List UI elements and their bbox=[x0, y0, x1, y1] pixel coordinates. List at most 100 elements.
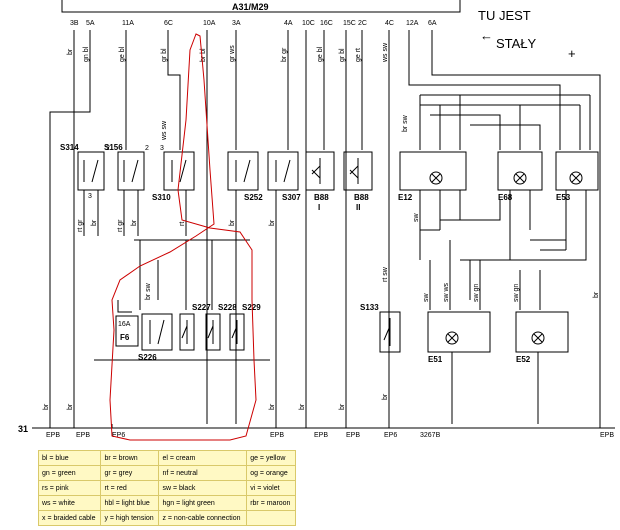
light-e12: E12 sw bbox=[398, 151, 467, 260]
ground-point: EPB bbox=[76, 432, 90, 439]
wire-label: br bbox=[67, 403, 74, 410]
light-e51: E51 bbox=[427, 311, 491, 424]
switch-s252: S252 br bbox=[227, 151, 263, 424]
wire-label: gr ws bbox=[229, 45, 236, 62]
e53-label: E53 bbox=[556, 193, 571, 202]
e12-label: E12 bbox=[398, 193, 413, 202]
wire-label: br bbox=[91, 219, 98, 226]
legend-cell: sw = black bbox=[158, 480, 248, 496]
pin-number: 3 bbox=[88, 193, 92, 200]
wire-label: br bbox=[43, 403, 50, 410]
pin-number: 2 bbox=[145, 145, 149, 152]
wire-label: sw bbox=[413, 213, 420, 223]
switch-s314: S314 2 3 rt gr br bbox=[60, 143, 110, 236]
wire-label: br bbox=[382, 393, 389, 400]
wire-label: rt bbox=[179, 222, 186, 226]
legend-cell: ws = white bbox=[37, 495, 102, 511]
b88-1-label: B88 bbox=[314, 193, 329, 202]
pin-label: 5A bbox=[86, 20, 95, 27]
wire-label: sw ws bbox=[443, 282, 450, 302]
ground-point: EPB bbox=[600, 432, 614, 439]
wire-label: br bbox=[339, 403, 346, 410]
wire-label: br sw bbox=[145, 282, 152, 300]
s156-label: S156 bbox=[104, 143, 123, 152]
b88-2-sub: II bbox=[356, 203, 360, 212]
pin-label: 12A bbox=[406, 20, 419, 27]
s228-label: S228 bbox=[218, 303, 237, 312]
wire-label: br bl bbox=[200, 48, 207, 62]
wire-label: br sw bbox=[402, 114, 409, 132]
module-wires bbox=[49, 30, 601, 424]
pin-label: 10A bbox=[203, 20, 216, 27]
handwritten-note: TU JEST ← STAŁY + bbox=[478, 8, 576, 61]
switch-s133: S133 rt sw br bbox=[360, 266, 401, 400]
legend-cell: hgn = light green bbox=[158, 495, 248, 511]
legend-cell: hbl = light blue bbox=[100, 495, 160, 511]
pin-label: 4C bbox=[385, 20, 394, 27]
handwritten-line1: TU JEST bbox=[478, 8, 531, 23]
wire-label: gr bl bbox=[161, 48, 168, 62]
ground-point: EP6 bbox=[384, 432, 397, 439]
pin-label: 16C bbox=[320, 20, 333, 27]
legend-row: bl = blue br = brown el = cream ge = yel… bbox=[37, 450, 296, 466]
wire-label: br bbox=[593, 291, 600, 298]
s229-label: S229 bbox=[242, 303, 261, 312]
fuse-label: F6 bbox=[120, 333, 130, 342]
legend-cell: gn = green bbox=[37, 465, 102, 481]
legend-cell: vi = violet bbox=[246, 480, 296, 496]
legend-cell: rs = pink bbox=[37, 480, 102, 496]
legend-cell: br = brown bbox=[100, 450, 160, 466]
b88-1-sub: I bbox=[318, 203, 320, 212]
wire-label: rt sw bbox=[382, 266, 389, 282]
cross-wiring: sw sw ws sw gn sw gn br bbox=[420, 200, 600, 310]
b88-2-label: B88 bbox=[354, 193, 369, 202]
pin-label: 15C bbox=[343, 20, 356, 27]
handwritten-plus: + bbox=[568, 46, 576, 61]
legend-cell: el = cream bbox=[158, 450, 248, 466]
pin-label: 11A bbox=[122, 20, 134, 27]
pin-label: 4A bbox=[284, 20, 293, 27]
switch-bank-lower: br sw S226 S227 S228 S229 bbox=[94, 239, 270, 362]
ground-point: EPB bbox=[346, 432, 360, 439]
light-e68: E68 bbox=[497, 151, 543, 260]
switch-s156: S156 2 rt gr br bbox=[104, 143, 149, 236]
ground-point: EP6 bbox=[112, 432, 125, 439]
wire-label: gn bl bbox=[83, 46, 90, 62]
wire-label: sw gn bbox=[473, 284, 480, 302]
red-annotation-outline bbox=[109, 33, 257, 441]
legend-cell: z = non-cable connection bbox=[158, 510, 248, 526]
legend-cell: rbr = maroon bbox=[246, 495, 296, 511]
fuse-f6: 16A F6 bbox=[115, 300, 139, 347]
s226-label: S226 bbox=[138, 353, 157, 362]
wire-label: gr bl bbox=[339, 48, 346, 62]
wire-label: rt gr bbox=[117, 219, 124, 232]
switch-s310: S310 3 ws sw rt bbox=[152, 120, 195, 236]
fuse-rating: 16A bbox=[118, 321, 131, 328]
light-e53: E53 bbox=[555, 151, 599, 250]
s252-label: S252 bbox=[244, 193, 263, 202]
pin-label: 3B bbox=[70, 20, 79, 27]
wire-label: ge rt bbox=[355, 48, 362, 62]
handwritten-line2: STAŁY bbox=[496, 36, 537, 51]
ground-line-label: 31 bbox=[18, 424, 28, 434]
pin-label: 6C bbox=[164, 20, 173, 27]
pin-label: 3A bbox=[232, 20, 241, 27]
diagram-code: 3267B bbox=[420, 432, 441, 439]
pin-label: 2C bbox=[358, 20, 367, 27]
legend-cell: nf = neutral bbox=[158, 465, 248, 481]
wire-label: br bbox=[67, 48, 74, 55]
pin-number: 3 bbox=[160, 145, 164, 152]
wire-label: sw bbox=[423, 293, 430, 303]
wire-label: br bbox=[269, 403, 276, 410]
legend-cell: x = braided cable bbox=[37, 510, 102, 526]
wire-label: ge bl bbox=[119, 46, 126, 62]
legend-cell bbox=[246, 510, 296, 526]
legend-cell: gr = grey bbox=[100, 465, 160, 481]
e51-label: E51 bbox=[428, 355, 443, 364]
s314-label: S314 bbox=[60, 143, 79, 152]
pin-label: 10C bbox=[302, 20, 315, 27]
sensor-b88-1: B88 I bbox=[305, 151, 335, 212]
e52-label: E52 bbox=[516, 355, 531, 364]
legend-cell: og = orange bbox=[246, 465, 296, 481]
